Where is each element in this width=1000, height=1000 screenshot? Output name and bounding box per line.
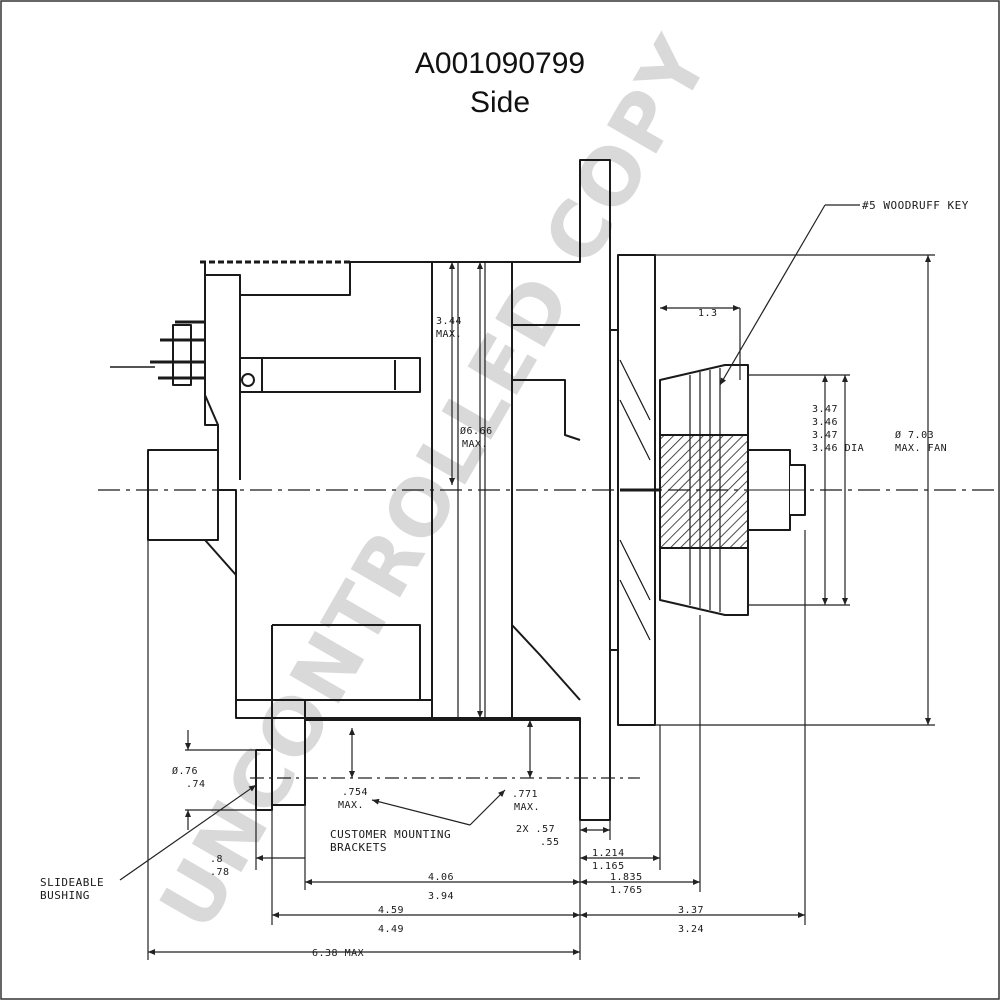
dim-bushing-dia: Ø.76 xyxy=(172,765,198,777)
dim-fan-max: MAX. FAN xyxy=(895,443,947,454)
pulley-hub xyxy=(659,434,749,549)
dim-754: .754 xyxy=(342,787,368,798)
dim-3-44: 3.44 xyxy=(436,316,462,327)
dim-1-3: 1.3 xyxy=(698,308,718,319)
dim-4-59: 4.59 xyxy=(378,905,404,916)
dim-bushing-dia-min: .74 xyxy=(186,779,206,790)
dim-4-49: 4.49 xyxy=(378,924,404,935)
dim-bushing-len: .8 xyxy=(210,854,223,865)
dim-771-max: MAX. xyxy=(514,802,540,813)
dim-3-44-max: MAX. xyxy=(436,329,462,340)
dim-pulley-2: 3.46 xyxy=(812,417,838,428)
dim-4-06: 4.06 xyxy=(428,872,454,883)
dim-2x-55: .55 xyxy=(540,837,560,848)
connector-tube xyxy=(239,357,421,393)
dim-3-37: 3.37 xyxy=(678,905,704,916)
dim-1-765: 1.765 xyxy=(610,885,643,896)
dim-1-165: 1.165 xyxy=(592,861,625,872)
dim-dia-6-66: Ø6.66 xyxy=(460,425,493,437)
front-housing xyxy=(512,159,611,821)
alternator-outline xyxy=(98,159,998,821)
dim-pulley-3: 3.47 xyxy=(812,430,838,441)
dim-dia-6-66-max: MAX. xyxy=(462,439,488,450)
dim-3-94: 3.94 xyxy=(428,891,454,902)
dim-fan-dia: Ø 7.03 xyxy=(895,429,934,441)
dim-bushing-len-min: .78 xyxy=(210,867,230,878)
slideable-bushing xyxy=(255,749,273,811)
rear-boss xyxy=(147,449,219,541)
watermark-text: UNCONTROLLED COPY xyxy=(144,22,728,944)
brackets-label-line2: BRACKETS xyxy=(330,841,387,854)
pulley xyxy=(659,364,749,616)
dim-pulley-1: 3.47 xyxy=(812,404,838,415)
dim-6-38-max: 6.38 MAX xyxy=(312,948,364,959)
dim-2x-57: 2X .57 xyxy=(516,824,555,835)
dim-1-835: 1.835 xyxy=(610,872,643,883)
slideable-label-line2: BUSHING xyxy=(40,889,90,902)
dim-pulley-4: 3.46 DIA xyxy=(812,443,864,454)
part-number: A001090799 xyxy=(414,47,586,80)
dim-771: .771 xyxy=(512,789,538,800)
dim-3-24: 3.24 xyxy=(678,924,704,935)
slideable-label-line1: SLIDEABLE xyxy=(40,876,104,889)
woodruff-key-note: #5 WOODRUFF KEY xyxy=(862,199,969,212)
title-block: A001090799 Side xyxy=(0,44,1000,122)
dim-754-max: MAX. xyxy=(338,800,364,811)
terminal-block xyxy=(172,324,192,386)
dimension-lines xyxy=(119,204,935,960)
brackets-label-line1: CUSTOMER MOUNTING xyxy=(330,828,451,841)
dim-1-214: 1.214 xyxy=(592,848,625,859)
view-name: Side xyxy=(469,86,531,119)
